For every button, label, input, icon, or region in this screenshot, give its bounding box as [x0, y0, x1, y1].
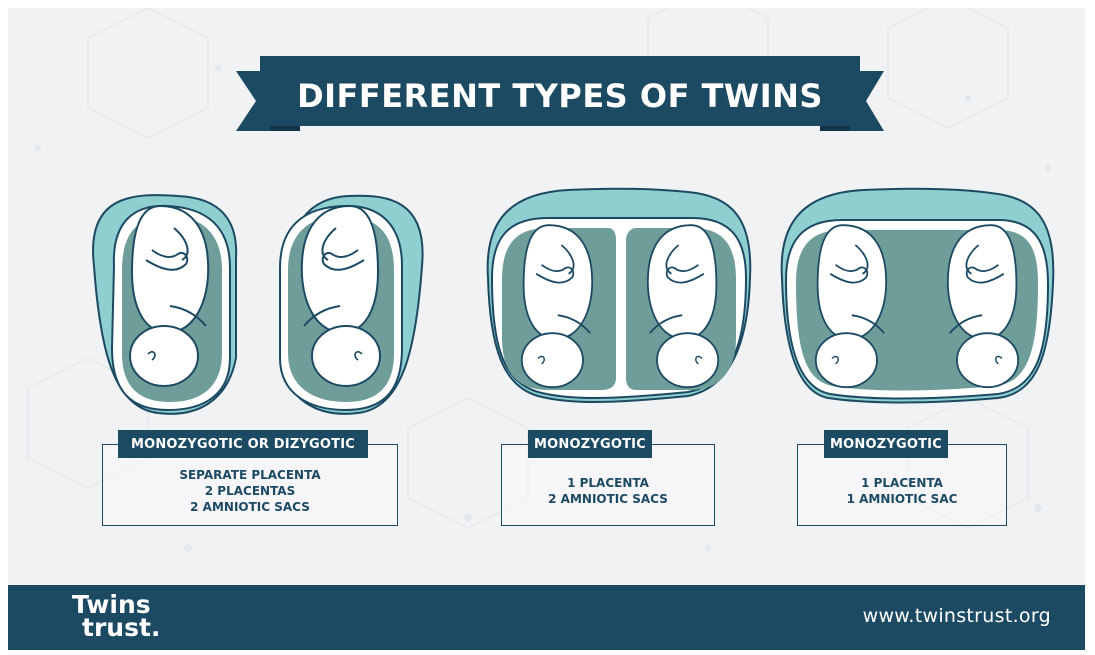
panel-3-line-1: 1 PLACENTA [798, 475, 1006, 491]
panel-3-label: MONOZYGOTIC [824, 430, 948, 458]
logo-line-2: trust. [72, 616, 160, 639]
footer-bar: Twins trust. www.twinstrust.org [8, 585, 1085, 650]
panel-2-label: MONOZYGOTIC [528, 430, 652, 458]
panel-1-illustration [93, 195, 423, 414]
panel-3-illustration [782, 189, 1054, 403]
panel-1-label: MONOZYGOTIC OR DIZYGOTIC [118, 430, 368, 458]
panel-2-illustration [488, 189, 751, 402]
panel-1-line-3: 2 AMNIOTIC SACS [103, 499, 397, 515]
panel-1-line-2: 2 PLACENTAS [103, 483, 397, 499]
panel-2-line-1: 1 PLACENTA [502, 475, 714, 491]
panel-1-line-1: SEPARATE PLACENTA [103, 467, 397, 483]
twins-trust-logo[interactable]: Twins trust. [72, 593, 160, 639]
panel-3-line-2: 1 AMNIOTIC SAC [798, 491, 1006, 507]
infographic-canvas: DIFFERENT TYPES OF TWINS [8, 8, 1085, 650]
website-link[interactable]: www.twinstrust.org [863, 605, 1051, 627]
panel-2-line-2: 2 AMNIOTIC SACS [502, 491, 714, 507]
